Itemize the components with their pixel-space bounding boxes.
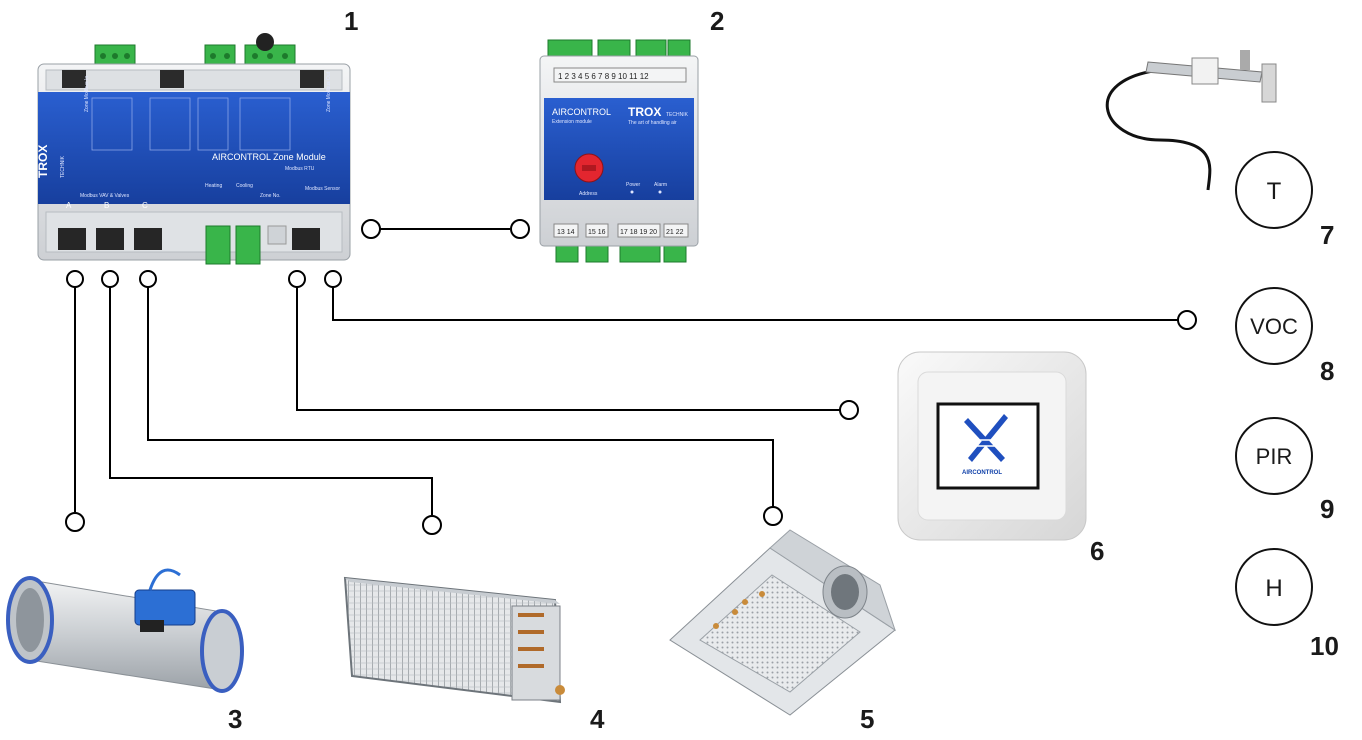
label-8: 8 [1320,356,1334,386]
ext-brand-right: TROX [628,105,661,119]
label-1: 1 [344,6,358,36]
sensor-h-label: H [1265,575,1282,602]
ext-tagline: The art of handling air [628,120,677,126]
ext-bottom-3: 17 18 19 20 [620,229,657,236]
zone-module-bottom-terminals [205,225,287,265]
port-b-label: B [104,201,109,210]
ext-bottom-4: 21 22 [666,229,684,236]
node-4-in [422,515,442,535]
ceiling-diffuser [669,529,896,716]
node-port-b [101,270,119,288]
link-c-to-5 [147,286,774,507]
link-sensor-to-voc [332,286,1178,321]
wiring [74,228,1178,515]
label-10: 10 [1310,631,1339,661]
ext-address: Address [579,191,598,197]
node-voc-in [1177,310,1197,330]
extension-module: 1 2 3 4 5 6 7 8 9 10 11 12 AIRCONTROL Ex… [539,39,699,263]
sensor-pir-label: PIR [1256,444,1293,469]
label-9: 9 [1320,494,1334,524]
sensor-t-symbol [1235,151,1313,229]
zone-module-modbus-sensor: Modbus Sensor [305,186,340,192]
label-4: 4 [590,704,605,734]
zone-module-brand: TROX [36,145,50,178]
room-panel-logo-text: AIRCONTROL [962,470,1002,476]
sensor-voc-label: VOC [1250,314,1298,339]
port-c-label: C [142,201,148,210]
node-modbus-sensor [324,270,342,288]
label-7: 7 [1320,220,1334,250]
zone-module: TROX TECHNIK AIRCONTROL Zone Module Modb… [36,33,351,265]
ext-brand-left-sub: Extension module [552,119,592,125]
node-zone-no [288,270,306,288]
label-6: 6 [1090,536,1104,566]
vav-damper [6,568,244,693]
node-1-out [361,219,381,239]
sensor-t-label: T [1267,178,1282,205]
zone-module-brand-sub: TECHNIK [60,155,66,178]
temperature-probe [1105,50,1277,191]
ext-top-terminals: 1 2 3 4 5 6 7 8 9 10 11 12 [558,72,649,81]
node-3-in [65,512,85,532]
node-2-in [510,219,530,239]
ext-brand-right-sub: TECHNIK [666,112,689,118]
node-port-a [66,270,84,288]
ext-alarm: Alarm [654,182,667,188]
node-port-c [139,270,157,288]
zone-module-zone-no: Zone No. [260,193,281,199]
zone-module-subtitle: Modbus RTU [285,166,315,172]
sensor-symbols [1235,151,1313,626]
sensor-h-symbol [1235,548,1313,626]
sensor-pir-symbol [1235,417,1313,495]
zone-module-heating: Heating [205,183,222,189]
aircontrol-logo [964,414,1008,462]
node-6-in [839,400,859,420]
label-5: 5 [860,704,874,734]
zone-module-vav-label: Modbus VAV & Valves [80,193,130,199]
ext-power: Power [626,182,641,188]
zone-module-top-terminals [94,33,296,68]
zone-module-modbus-in: Zone Modbus In [84,76,90,112]
node-5-in [763,506,783,526]
zone-module-cooling: Cooling [236,183,253,189]
link-zone-to-6 [296,286,840,411]
room-control-panel: AIRCONTROL [897,351,1087,541]
label-2: 2 [710,6,724,36]
ext-bottom-1: 13 14 [557,229,575,236]
zone-module-title: AIRCONTROL Zone Module [212,152,326,162]
connection-nodes [65,219,1197,535]
port-a-label: A [66,201,72,210]
ext-brand-left: AIRCONTROL [552,107,611,117]
sensor-voc-symbol [1235,287,1313,365]
zone-module-modbus-out: Zone Modbus Out [326,71,332,112]
heater-coil [343,576,565,704]
ext-bottom-2: 15 16 [588,229,606,236]
label-3: 3 [228,704,242,734]
link-b-to-4 [109,286,433,515]
